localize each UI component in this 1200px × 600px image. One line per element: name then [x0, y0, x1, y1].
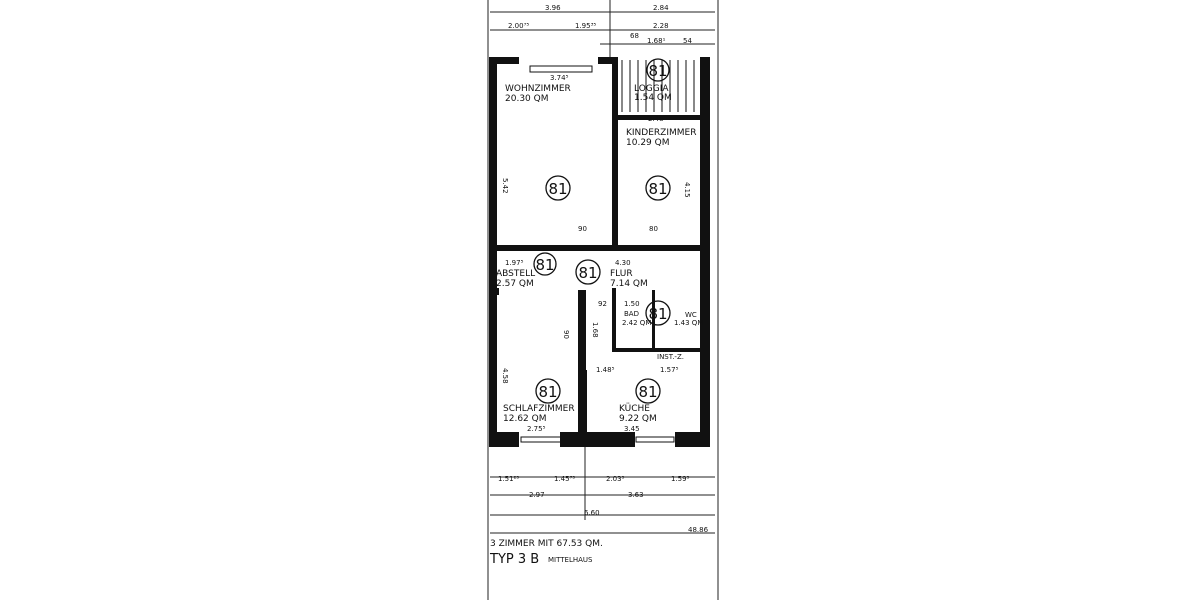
- dim-label: 1.45⁷⁵: [554, 475, 575, 483]
- dim-label: 2.28: [653, 22, 669, 30]
- room-area: 1.54 QM: [634, 93, 672, 103]
- dimension-lines: [487, 0, 719, 600]
- room-name: WC: [685, 311, 697, 319]
- room-name: FLUR: [610, 269, 633, 279]
- room-name: KINDERZIMMER: [626, 128, 696, 138]
- room-area: 10.29 QM: [626, 138, 669, 148]
- marker-wohnzimmer: 81: [548, 180, 567, 198]
- dimension-labels: 3.96 2.84 2.00⁷⁵ 1.95³⁵ 2.28 68 1.68¹ 54…: [498, 4, 709, 534]
- room-area: 20.30 QM: [505, 94, 548, 104]
- dim-label: 1.50: [624, 300, 640, 308]
- dim-label: 6.60: [584, 509, 600, 517]
- dim-label: 90: [578, 225, 587, 233]
- apartment-summary: 3 ZIMMER MIT 67.53 QM.: [490, 539, 603, 549]
- dim-label: 4.15: [683, 182, 691, 198]
- dim-label: 92: [598, 300, 607, 308]
- room-marker-labels: 81 81 81 81 81 81 81 81: [535, 62, 667, 401]
- marker-abstell: 81: [535, 256, 554, 274]
- room-area: 2.42 QM: [622, 319, 651, 327]
- dim-label: 1.68¹: [647, 37, 666, 45]
- apartment-type: TYP 3 B: [489, 552, 539, 567]
- marker-loggia: 81: [648, 62, 667, 80]
- dim-label: 3.74⁵: [550, 74, 569, 82]
- dim-label: 1.68: [591, 322, 599, 338]
- dim-label: 48.86: [688, 526, 709, 534]
- dim-label: 5.42: [501, 178, 509, 194]
- dim-label: 1.95³⁵: [575, 22, 596, 30]
- room-name: KÜCHE: [619, 403, 650, 414]
- room-area: 7.14 QM: [610, 279, 648, 289]
- room-name: BAD: [624, 310, 639, 318]
- room-area: 2.57 QM: [496, 279, 534, 289]
- inst-label: INST.-Z.: [657, 353, 684, 361]
- dim-label: 2.00⁷⁵: [508, 22, 529, 30]
- marker-bad: 81: [648, 305, 667, 323]
- dim-label: 1.97⁵: [505, 259, 524, 267]
- marker-kinderzimmer: 81: [648, 180, 667, 198]
- room-name: WOHNZIMMER: [505, 84, 571, 94]
- windows: [520, 65, 675, 443]
- room-area: 12.62 QM: [503, 414, 546, 424]
- dim-label: 3.45: [624, 425, 640, 433]
- dim-label: 3.63: [628, 491, 644, 499]
- dim-label: 3.96: [545, 4, 561, 12]
- dim-label: 1.48⁵: [596, 366, 615, 374]
- dim-label: 80: [649, 225, 658, 233]
- walls: [489, 57, 710, 447]
- dim-label: 4.30: [615, 259, 631, 267]
- apartment-type-subtitle: MITTELHAUS: [548, 556, 593, 564]
- dim-label: 1.57⁵: [660, 366, 679, 374]
- marker-kueche: 81: [638, 383, 657, 401]
- room-area: 9.22 QM: [619, 414, 657, 424]
- dim-label: 4.58: [501, 368, 509, 384]
- dim-label: 1.51²⁵: [498, 475, 519, 483]
- room-name: SCHLAFZIMMER: [503, 404, 575, 414]
- room-name: LOGGIA: [634, 84, 669, 94]
- dim-label: 2.03⁵: [606, 475, 625, 483]
- dim-label: 90: [562, 330, 570, 339]
- dim-label: 2.75⁵: [527, 425, 546, 433]
- dim-label: 2.84: [653, 4, 669, 12]
- loggia-hatching: [621, 60, 695, 112]
- room-labels: WOHNZIMMER 20.30 QM LOGGIA 1.54 QM KINDE…: [496, 84, 703, 424]
- marker-schlafzimmer: 81: [538, 383, 557, 401]
- dim-label: 2.97: [529, 491, 545, 499]
- dim-label: 1.59⁵: [671, 475, 690, 483]
- dim-label: 2.48: [648, 115, 664, 123]
- dim-label: 68: [630, 32, 639, 40]
- marker-flur: 81: [578, 264, 597, 282]
- dim-label: 54: [683, 37, 692, 45]
- room-name: ABSTELL: [496, 269, 535, 279]
- room-markers: [533, 58, 671, 404]
- room-area: 1.43 QM: [674, 319, 703, 327]
